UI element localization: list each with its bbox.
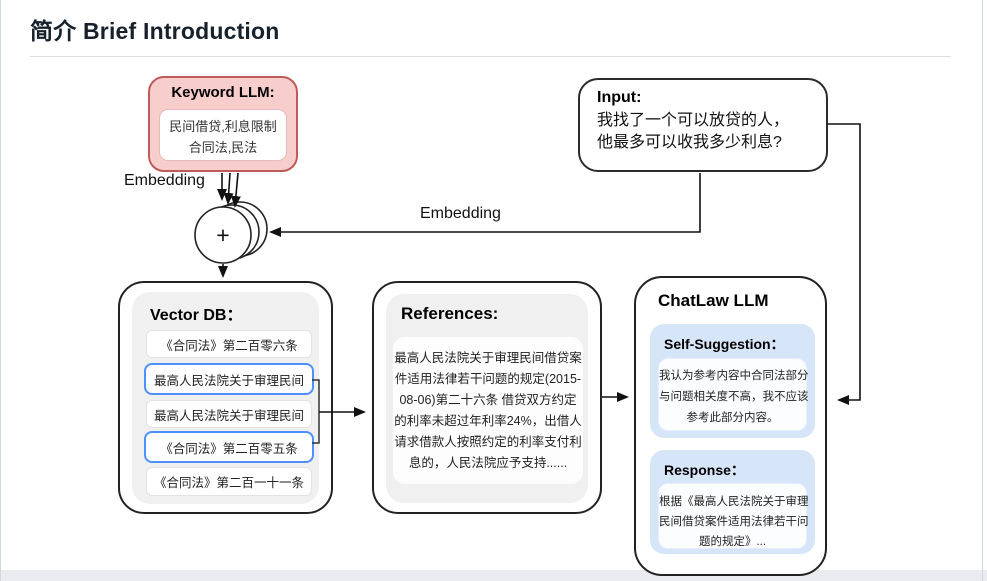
references-panel: References: 最高人民法院关于审理民间借贷案 件适用法律若干问题的规定… [386, 294, 588, 503]
embedding-label-left: Embedding [124, 172, 205, 189]
self-suggestion-title: Self-Suggestion： [664, 336, 785, 352]
embedding-stack-icon: + [194, 201, 268, 264]
aggregator-plus: + [216, 222, 229, 248]
keyword-llm-content: 民间借贷,利息限制 合同法,民法 [159, 109, 287, 161]
references-title: References: [401, 304, 499, 323]
page-title: 简介 Brief Introduction [30, 18, 280, 44]
right-page-border [982, 0, 983, 581]
vector-db-row-highlighted: 最高人民法院关于审理民间 [144, 363, 314, 395]
left-page-border [0, 0, 1, 581]
self-suggestion-card: Self-Suggestion： 我认为参考内容中合同法部分 与问题相关度不高，… [650, 324, 815, 438]
title-divider [30, 56, 951, 57]
response-content: 根据《最高人民法院关于审理 民间借贷案件适用法律若干问 题的规定》... [658, 483, 809, 549]
input-to-chatlaw-arrow [828, 123, 861, 405]
input-to-aggregator-arrow [269, 173, 701, 237]
embedding-label-right: Embedding [420, 205, 501, 222]
chatlaw-llm-title: ChatLaw LLM [658, 291, 769, 310]
response-title: Response： [664, 462, 745, 478]
vector-db-title: Vector DB： [150, 307, 243, 324]
vector-db-row: 最高人民法院关于审理民间 [146, 400, 312, 428]
input-title: Input: [597, 89, 642, 106]
vector-db-row: 《合同法》第二百一十一条 [146, 467, 312, 496]
input-node: Input: 我找了一个可以放贷的人， 他最多可以收我多少利息? [578, 78, 828, 172]
input-content: 我找了一个可以放贷的人， 他最多可以收我多少利息? [597, 112, 790, 151]
references-content: 最高人民法院关于审理民间借贷案 件适用法律若干问题的规定(2015- 08-06… [393, 337, 583, 484]
keyword-llm-node: Keyword LLM: 民间借贷,利息限制 合同法,民法 [148, 76, 298, 172]
self-suggestion-content: 我认为参考内容中合同法部分 与问题相关度不高，我不应该 参考此部分内容。 [658, 358, 809, 431]
vector-db-row-highlighted: 《合同法》第二百零五条 [144, 431, 314, 463]
keyword-to-aggregator-arrows [217, 172, 241, 208]
response-card: Response： 根据《最高人民法院关于审理 民间借贷案件适用法律若干问 题的… [650, 450, 815, 554]
vector-db-row: 《合同法》第二百零六条 [146, 330, 312, 358]
references-node: References: 最高人民法院关于审理民间借贷案 件适用法律若干问题的规定… [372, 281, 602, 514]
bottom-strip [0, 570, 987, 581]
keyword-llm-title: Keyword LLM: [171, 84, 275, 101]
chatlaw-llm-node: ChatLaw LLM Self-Suggestion： 我认为参考内容中合同法… [634, 276, 827, 576]
